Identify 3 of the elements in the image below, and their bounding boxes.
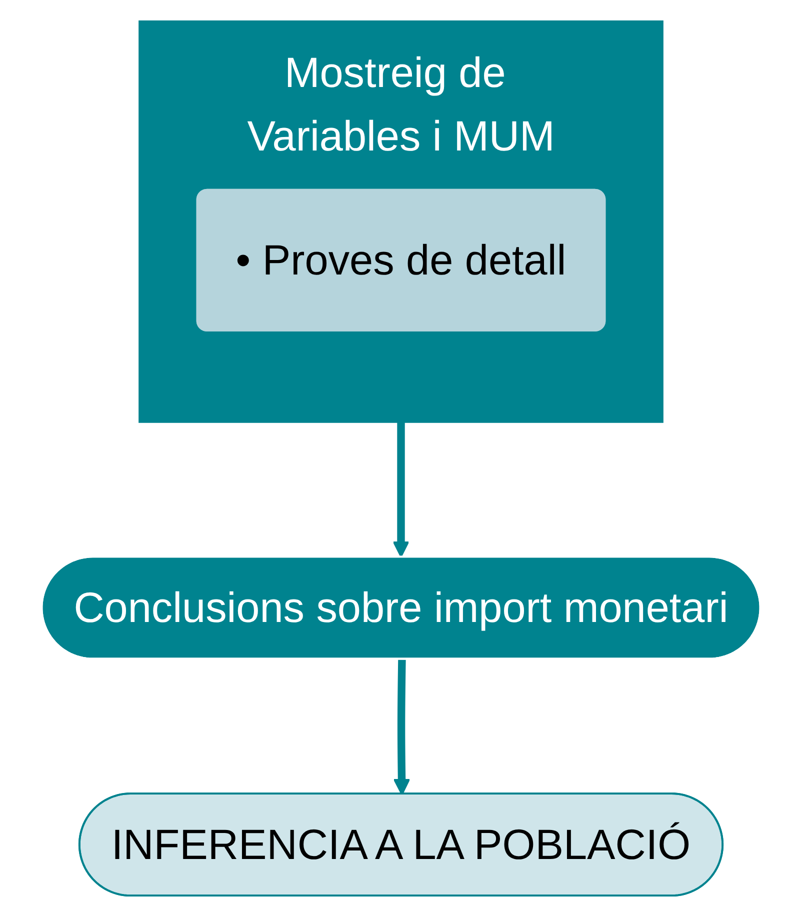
cluster (138, 20, 664, 423)
arrow (393, 660, 410, 796)
arrow (392, 422, 410, 558)
